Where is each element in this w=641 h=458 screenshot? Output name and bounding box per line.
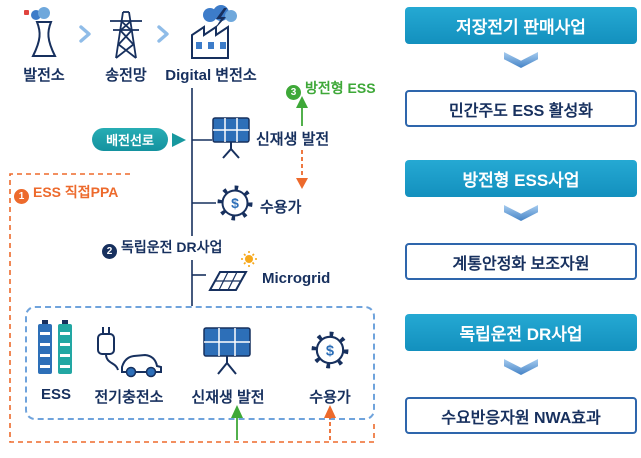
gear-dollar-icon: $ [217,185,253,221]
distribution-arrow-icon [172,133,186,147]
battery-ess-icon [38,320,72,374]
microgrid-icon [208,251,257,291]
consumer-top-label: 수용가 [260,199,302,216]
microgrid-label: Microgrid [262,270,331,287]
solar-panel-icon [203,327,251,375]
chevron-right-icon [79,25,91,43]
flow-result-grid-stabilization: 계통안정화 보조자원 [405,243,637,280]
renewable-bottom-label: 신재생 발전 [191,389,265,406]
chevron-down-icon [504,359,538,375]
distribution-line-badge: 배전선로 [92,128,168,151]
flow-header-storage-sales: 저장전기 판매사업 [405,7,637,44]
transmission-label: 송전망 [105,67,147,84]
dollar-sign: $ [231,195,239,211]
number-1-icon: 1 [14,189,29,204]
chevron-down-icon [504,52,538,68]
flow-header-independent-dr: 독립운전 DR사업 [405,314,637,351]
dollar-sign: $ [326,343,334,359]
solar-panel-icon [212,117,250,159]
ppa-dashed-boundary [9,173,375,443]
gear-dollar-icon: $ [311,331,349,369]
chevron-down-icon [504,205,538,221]
connector-lines [9,88,375,443]
renewable-top-label: 신재생 발전 [256,131,330,148]
number-3-icon: 3 [286,85,301,100]
consumer-bottom-label: 수용가 [309,389,351,406]
ess-label: ESS [40,386,71,403]
flow-result-private-ess: 민간주도 ESS 활성화 [405,90,637,127]
flow-header-discharge-ess: 방전형 ESS사업 [405,160,637,197]
digital-substation-icon [191,5,237,59]
transmission-tower-icon [110,11,142,59]
flow-result-demand-response-nwa: 수요반응자원 NWA효과 [405,397,637,434]
power-plant-icon [24,7,57,57]
substation-label: Digital 변전소 [165,67,257,84]
number-2-icon: 2 [102,244,117,259]
microgrid-group-box [25,306,375,420]
power-plant-label: 발전소 [23,67,65,84]
business-flow-column: 저장전기 판매사업 민간주도 ESS 활성화 방전형 ESS사업 계통안정화 보… [403,0,639,458]
chevron-right-icon [157,25,169,43]
ev-charger-icon [97,327,162,378]
ev-charger-label: 전기충전소 [94,389,164,406]
